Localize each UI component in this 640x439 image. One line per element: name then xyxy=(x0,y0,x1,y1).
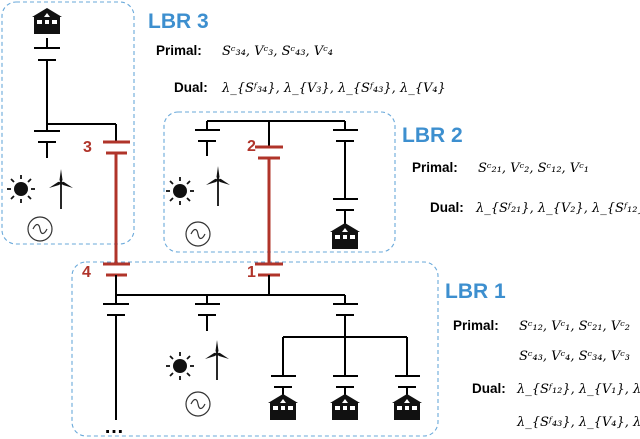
lbr3-dual-label: Dual: xyxy=(174,80,208,95)
house-icon xyxy=(330,394,360,420)
house-icon xyxy=(330,223,360,249)
lbr3-primal-vars: Sᶜ₃₄, Vᶜ₃, Sᶜ₄₃, Vᶜ₄ xyxy=(222,44,333,59)
sun-icon xyxy=(165,176,195,206)
lbr3-region-box xyxy=(1,1,135,245)
lbr1-primal-vars-2: Sᶜ₄₃, Vᶜ₄, Sᶜ₃₄, Vᶜ₃ xyxy=(519,349,630,364)
wind-turbine-icon xyxy=(205,165,231,207)
bus-label-1: 1 xyxy=(247,264,256,281)
lbr2-dual-label: Dual: xyxy=(430,200,464,215)
lbr1-primal-vars: Sᶜ₁₂, Vᶜ₁, Sᶜ₂₁, Vᶜ₂ xyxy=(519,319,630,334)
generator-icon xyxy=(27,216,53,242)
lbr1-dual-vars: λ_{Sᶠ₁₂}, λ_{V₁}, λ_{Sᶠ₂₁}, λ_{V₂} xyxy=(516,382,640,397)
lbr1-title: LBR 1 xyxy=(445,280,506,303)
house-icon xyxy=(32,8,62,34)
bus-label-2: 2 xyxy=(247,138,256,155)
lbr2-primal-label: Primal: xyxy=(412,160,458,175)
lbr1-region-box xyxy=(71,261,439,437)
lbr3-primal-label: Primal: xyxy=(156,43,202,58)
lbr2-region-box xyxy=(163,111,396,253)
lbr2-title: LBR 2 xyxy=(402,124,463,147)
bus-label-4: 4 xyxy=(82,264,91,281)
lbr1-dual-vars-2: λ_{Sᶠ₄₃}, λ_{V₄}, λ_{Sᶠ₃₄}, λ_{V₃} xyxy=(516,415,640,430)
lbr2-primal-vars: Sᶜ₂₁, Vᶜ₂, Sᶜ₁₂, Vᶜ₁ xyxy=(478,161,589,176)
house-icon xyxy=(392,394,422,420)
house-icon xyxy=(268,394,298,420)
lbr3-dual-vars: λ_{Sᶠ₃₄}, λ_{V₃}, λ_{Sᶠ₄₃}, λ_{V₄} xyxy=(221,81,446,96)
lbr1-primal-label: Primal: xyxy=(453,318,499,333)
wind-turbine-icon xyxy=(204,339,230,381)
generator-icon xyxy=(185,221,211,247)
sun-icon xyxy=(165,351,195,381)
sun-icon xyxy=(6,174,36,204)
lbr2-dual-vars: λ_{Sᶠ₂₁}, λ_{V₂}, λ_{Sᶠ₁₂}, λ_{V₁} xyxy=(475,201,640,216)
wind-turbine-icon xyxy=(48,168,74,210)
lbr1-dual-label: Dual: xyxy=(472,381,506,396)
lbr3-title: LBR 3 xyxy=(148,10,209,33)
continuation-ellipsis: … xyxy=(104,416,124,438)
generator-icon xyxy=(185,391,211,417)
bus-label-3: 3 xyxy=(83,139,92,156)
